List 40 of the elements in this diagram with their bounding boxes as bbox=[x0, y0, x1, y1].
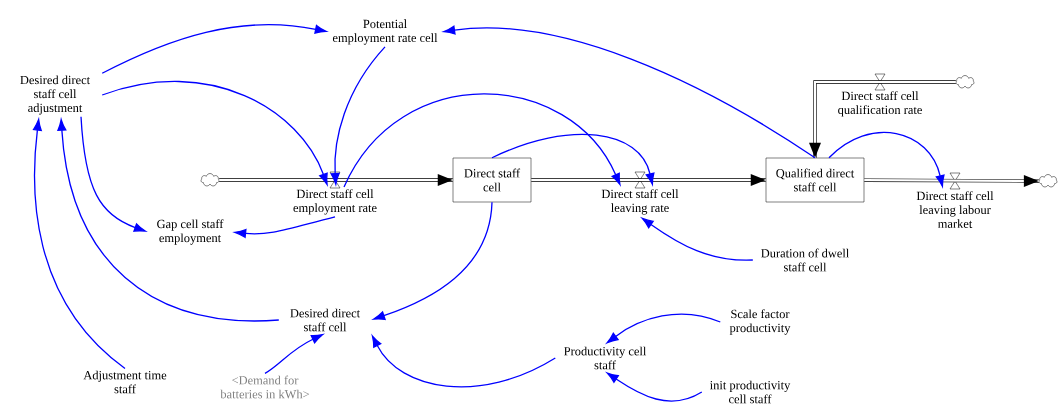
arrow bbox=[234, 216, 336, 238]
arrow bbox=[491, 133, 655, 185]
arrow bbox=[606, 313, 721, 344]
variable-label: Adjustment time staff bbox=[83, 370, 167, 394]
shadow-variable-label: <Demand for batteries in kWh> bbox=[220, 375, 310, 399]
cloud-icon bbox=[1038, 174, 1058, 188]
variable-label: Potential employment rate cell bbox=[332, 19, 438, 45]
arrow bbox=[57, 118, 280, 322]
flow-pipe bbox=[531, 174, 766, 186]
cloud-icon bbox=[200, 173, 220, 187]
variable-label: Duration of dwell staff cell bbox=[761, 248, 849, 272]
arrow bbox=[32, 118, 126, 370]
cloud-icon bbox=[955, 75, 975, 89]
variable-label: Scale factor productivity bbox=[729, 309, 791, 335]
flow-pipe bbox=[809, 80, 956, 158]
rate-label: Direct staff cell employment rate bbox=[293, 189, 377, 215]
arrow bbox=[264, 334, 324, 374]
flow-pipe bbox=[219, 174, 453, 186]
variable-label: Desired direct staff cell bbox=[290, 308, 361, 332]
arrow bbox=[101, 80, 328, 185]
arrow bbox=[641, 217, 754, 261]
variable-label: Productivity cell staff bbox=[564, 346, 647, 370]
arrow bbox=[371, 335, 556, 388]
arrow bbox=[101, 24, 327, 74]
arrow bbox=[828, 131, 945, 187]
variable-label: Desired direct staff cell adjustment bbox=[20, 75, 91, 115]
arrow bbox=[373, 201, 493, 321]
arrow bbox=[606, 372, 703, 402]
rate-label: Direct staff cell leaving labour market bbox=[916, 191, 994, 228]
rate-label: Direct staff cell leaving rate bbox=[601, 189, 679, 215]
stock-box: Direct staff cell bbox=[452, 157, 532, 203]
variable-label: Gap cell staff employment bbox=[157, 219, 224, 245]
arrow bbox=[343, 93, 621, 188]
flow-pipe bbox=[864, 174, 1039, 187]
arrow bbox=[330, 46, 386, 185]
arrow bbox=[80, 116, 146, 232]
stock-box: Qualified direct staff cell bbox=[765, 157, 865, 203]
variable-label: init productivity cell staff bbox=[709, 380, 791, 404]
rate-label: Direct staff cell qualification rate bbox=[838, 91, 922, 117]
arrow bbox=[443, 25, 816, 159]
